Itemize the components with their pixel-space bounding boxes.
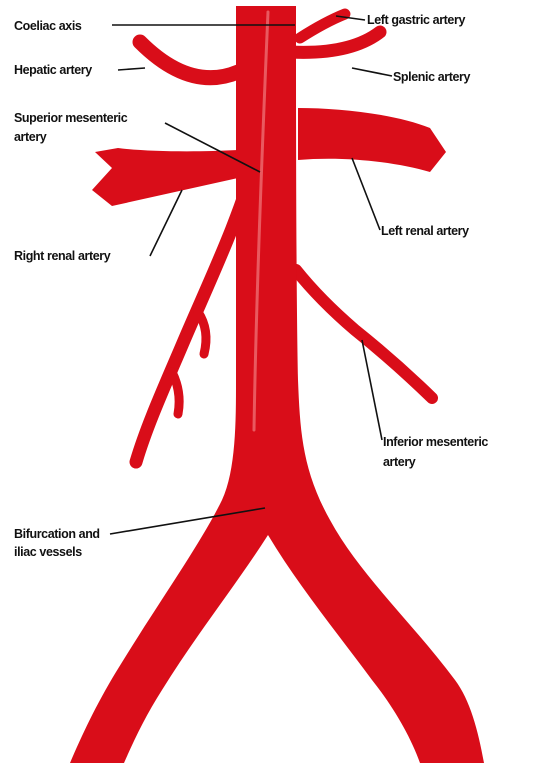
- inferior-mesenteric-artery-vessel: [296, 270, 432, 398]
- left-renal-artery-vessel: [298, 108, 446, 172]
- leader-hepatic: [118, 68, 145, 70]
- leader-left-renal: [352, 158, 380, 230]
- vessels-group: [70, 6, 484, 763]
- label-splenic-artery: Splenic artery: [393, 70, 471, 84]
- leader-splenic: [352, 68, 392, 76]
- label-right-renal-artery: Right renal artery: [14, 249, 111, 263]
- label-bifurcation-line2: iliac vessels: [14, 545, 82, 559]
- sma-side-branch-1: [198, 312, 206, 354]
- hepatic-artery-vessel: [140, 42, 238, 78]
- sma-side-branch-2: [172, 372, 179, 414]
- label-coeliac-axis: Coeliac axis: [14, 19, 82, 33]
- label-superior-mesenteric-line1: Superior mesenteric: [14, 111, 128, 125]
- left-gastric-artery-vessel: [300, 14, 345, 38]
- right-renal-artery-vessel: [92, 148, 238, 206]
- label-superior-mesenteric-line2: artery: [14, 130, 47, 144]
- label-inferior-mesenteric-line2: artery: [383, 455, 416, 469]
- label-left-gastric-artery: Left gastric artery: [367, 13, 465, 27]
- label-inferior-mesenteric-line1: Inferior mesenteric: [383, 435, 488, 449]
- label-bifurcation-line1: Bifurcation and: [14, 527, 100, 541]
- label-hepatic-artery: Hepatic artery: [14, 63, 92, 77]
- leader-right-renal: [150, 190, 182, 256]
- label-left-renal-artery: Left renal artery: [381, 224, 469, 238]
